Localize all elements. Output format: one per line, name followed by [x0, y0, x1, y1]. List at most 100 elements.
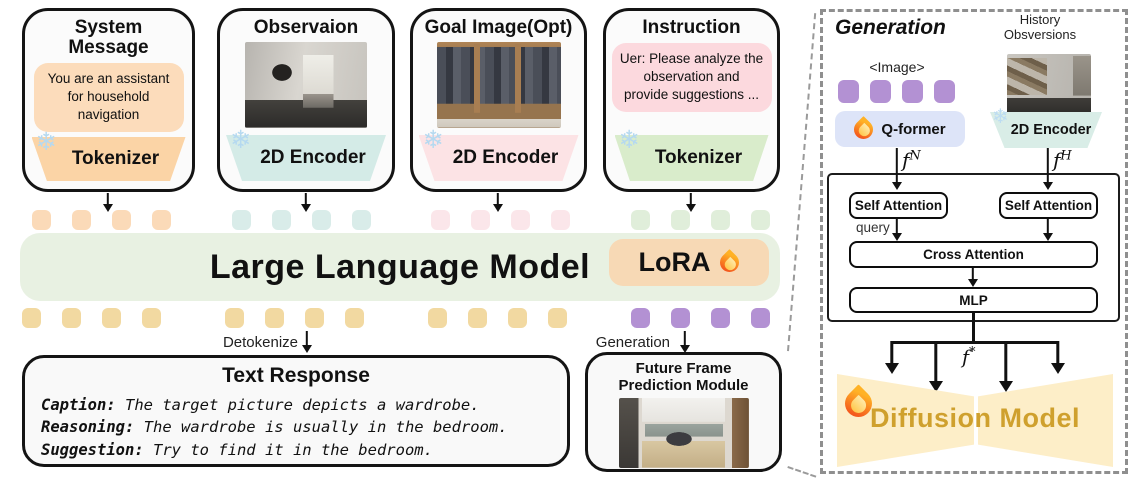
panel-encoder: 2D Encoder [990, 112, 1102, 148]
token [751, 308, 770, 328]
tokenizer-2: ❄ Tokenizer [614, 127, 769, 181]
fh-label: fH [1053, 148, 1072, 172]
token [142, 308, 161, 328]
arrow-down [299, 193, 313, 212]
feature-arrow-4 [1051, 341, 1065, 374]
cross-attention-box: Cross Attention [849, 241, 1098, 268]
token [72, 210, 91, 230]
token [548, 308, 567, 328]
token [468, 308, 487, 328]
token-group-text-3 [428, 308, 567, 328]
goal-image [436, 41, 561, 128]
fire-icon [850, 115, 878, 143]
observation-box: Observaion ❄ 2D Encoder [217, 8, 395, 192]
snowflake-icon: ❄ [230, 125, 251, 154]
token [711, 308, 730, 328]
token [225, 308, 244, 328]
system-message-box: System Message You are an assistant for … [22, 8, 195, 192]
token [351, 210, 371, 230]
token-group-system [32, 210, 171, 230]
token [710, 210, 730, 230]
observation-image [245, 41, 367, 128]
detokenize-arrow [300, 331, 314, 353]
token [750, 210, 770, 230]
self-attention-right: Self Attention [999, 192, 1098, 219]
token [631, 308, 650, 328]
lora-box: LoRA [609, 239, 769, 286]
token [670, 210, 690, 230]
token [511, 210, 531, 230]
instruction-box: Instruction Uer: Please analyze the obse… [603, 8, 780, 192]
detokenize-label: Detokenize [222, 334, 298, 351]
token [471, 210, 491, 230]
mlp-output-line [972, 313, 975, 343]
encoder-2-label: 2D Encoder [418, 135, 579, 181]
token [152, 210, 171, 230]
zoom-connector-bottom [787, 466, 817, 478]
token [22, 308, 41, 328]
token [265, 308, 284, 328]
llm-box: Large Language Model LoRA [20, 233, 780, 301]
query-label: query [856, 220, 890, 235]
future-frame-image [618, 397, 749, 468]
encoder-1: ❄ 2D Encoder [226, 127, 386, 181]
qformer-label: Q-former [881, 120, 946, 138]
fh-arrow [1041, 148, 1055, 190]
key-value-arrow [1041, 219, 1055, 241]
future-frame-title: Future Frame Prediction Module [618, 360, 749, 395]
token [62, 308, 81, 328]
feature-arrow-1 [885, 341, 899, 374]
history-observations-label: History Obsversions [1003, 12, 1077, 42]
snowflake-icon: ❄ [422, 125, 444, 154]
token [902, 80, 923, 103]
panel-encoder-label: 2D Encoder [1010, 122, 1092, 138]
arrow-down [101, 193, 115, 212]
token-group-instruction [630, 210, 770, 230]
token-group-visual [631, 308, 770, 328]
input-token-row [32, 210, 770, 230]
arrow-down [684, 193, 698, 212]
text-response-title: Text Response [222, 364, 370, 387]
snowflake-icon: ❄ [992, 104, 1009, 128]
cross-to-mlp-arrow [966, 268, 980, 287]
token-group-observation [231, 210, 371, 230]
token [231, 210, 251, 230]
instruction-title: Instruction [642, 17, 741, 38]
snowflake-icon: ❄ [618, 125, 640, 154]
encoder-1-label: 2D Encoder [226, 135, 386, 181]
system-message-title: System Message [68, 17, 149, 58]
token [838, 80, 859, 103]
goal-image-box: Goal Image(Opt) ❄ 2D Encoder [410, 8, 587, 192]
image-token-row [838, 80, 955, 103]
generation-panel-title: Generation [835, 16, 946, 39]
tokenizer-1: ❄ Tokenizer [31, 129, 186, 181]
token-group-text-2 [225, 308, 364, 328]
mlp-box: MLP [849, 287, 1098, 313]
future-frame-box: Future Frame Prediction Module [585, 352, 782, 472]
token [32, 210, 51, 230]
fire-icon [716, 249, 744, 276]
qformer-box: Q-former [835, 111, 965, 147]
output-token-row [22, 308, 770, 328]
observation-title: Observaion [253, 17, 359, 38]
token [305, 308, 324, 328]
lora-label: LoRA [638, 247, 711, 277]
diffusion-model-label: Diffusion Model [870, 403, 1080, 433]
text-response-box: Text Response Caption: The target pictur… [22, 355, 570, 467]
text-response-lines: Caption: The target picture depicts a wa… [25, 388, 567, 461]
token [311, 210, 331, 230]
token [508, 308, 527, 328]
branch-line [891, 341, 1058, 344]
token [870, 80, 891, 103]
generation-arrow [678, 331, 692, 353]
tokenizer-2-label: Tokenizer [614, 135, 769, 181]
token [345, 308, 364, 328]
token [102, 308, 121, 328]
token-group-text-1 [22, 308, 161, 328]
query-arrow [890, 219, 904, 241]
token [630, 210, 650, 230]
arrow-down [491, 193, 505, 212]
token-group-goal [431, 210, 571, 230]
history-observations-image [1007, 54, 1091, 114]
